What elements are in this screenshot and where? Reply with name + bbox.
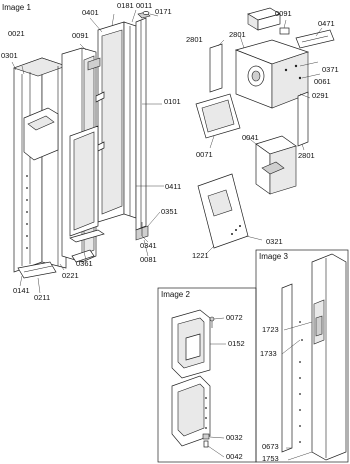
ice-module-assembly	[195, 7, 335, 249]
part-label: 2801	[229, 30, 246, 39]
part-label: 1753	[262, 454, 279, 463]
part-label: 2801	[298, 151, 315, 160]
hinge-block	[202, 433, 210, 440]
dispenser-opening	[23, 107, 59, 161]
part-label: 0071	[196, 150, 213, 159]
liner-fasteners	[26, 175, 28, 249]
part-label: 0301	[1, 51, 18, 60]
side-trim	[281, 283, 293, 453]
part-label: 0091	[275, 9, 292, 18]
image-3-inset: Image 3 1723 1733 0673 1753	[255, 249, 349, 463]
part-label: 0211	[34, 293, 50, 302]
part-label: 0101	[164, 97, 181, 106]
leader-lines	[11, 9, 323, 294]
part-label: 0021	[8, 29, 25, 38]
part-label: 0371	[322, 65, 339, 74]
part-label: 0081	[140, 255, 157, 264]
part-label: 0072	[226, 313, 243, 322]
part-label: 0011	[136, 1, 152, 10]
part-label: 0152	[228, 339, 245, 348]
part-label: 1733	[260, 349, 277, 358]
part-label: 0091	[72, 31, 89, 40]
part-label: 0401	[82, 8, 99, 17]
part-label: 0411	[165, 182, 181, 191]
part-label: 0321	[266, 237, 283, 246]
part-label: 0291	[312, 91, 329, 100]
part-label: 0032	[226, 433, 243, 442]
part-label: 0221	[62, 271, 79, 280]
bottom-brace	[69, 229, 105, 243]
door-front	[311, 253, 347, 461]
outer-liner-side	[13, 57, 43, 273]
part-label: 0181	[117, 1, 134, 10]
part-label: 0061	[314, 77, 331, 86]
image-2-inset: Image 2 0072 0152 0032 0042	[157, 287, 257, 463]
part-label: 0673	[262, 442, 279, 451]
insulation-pad	[209, 43, 223, 93]
image-3-title: Image 3	[259, 252, 288, 261]
image-3-frame	[255, 249, 349, 463]
part-label: 0041	[242, 133, 259, 142]
insulation-pad-lower	[297, 91, 309, 147]
screw-icon	[209, 316, 215, 322]
part-label: 0171	[155, 7, 172, 16]
chute	[261, 161, 285, 175]
door-liner-assembly	[13, 11, 151, 279]
part-label: 0351	[161, 207, 178, 216]
part-label: 0141	[13, 286, 30, 295]
base-bracket	[17, 261, 57, 279]
image-2-title: Image 2	[161, 290, 190, 299]
trim-clip	[87, 57, 101, 71]
clip-part	[279, 27, 290, 35]
part-label: 0341	[140, 241, 157, 250]
part-label: 1221	[192, 251, 209, 260]
image-1-title: Image 1	[2, 3, 31, 12]
part-label: 0042	[226, 452, 243, 461]
part-label: 0361	[76, 259, 93, 268]
part-label: 2801	[186, 35, 203, 44]
part-label: 0471	[318, 19, 335, 28]
part-label: 1723	[262, 325, 279, 334]
